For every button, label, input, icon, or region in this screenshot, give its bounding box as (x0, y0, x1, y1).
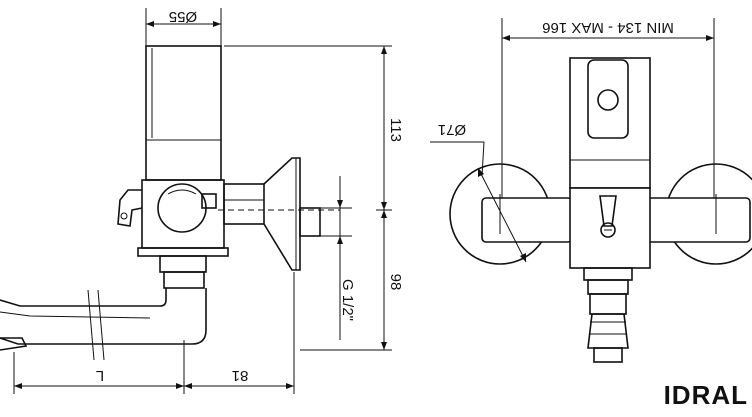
dim-diameter-rosette: Ø71 (438, 121, 466, 138)
dim-range: MIN 134 - MAX 166 (542, 19, 674, 36)
dim-height-lower: 98 (387, 274, 404, 291)
dim-thread: G 1/2" (339, 279, 356, 321)
front-view: MIN 134 - MAX 166 Ø7 (430, 18, 752, 363)
dim-length-left: L (96, 367, 104, 384)
dim-diameter-body: Ø55 (169, 8, 197, 25)
side-view: Ø55 G 1/2" (0, 8, 404, 394)
brand-logo: IDRAL (663, 380, 748, 410)
dim-length-right: 81 (232, 367, 249, 384)
dim-height-body: 113 (387, 118, 404, 142)
